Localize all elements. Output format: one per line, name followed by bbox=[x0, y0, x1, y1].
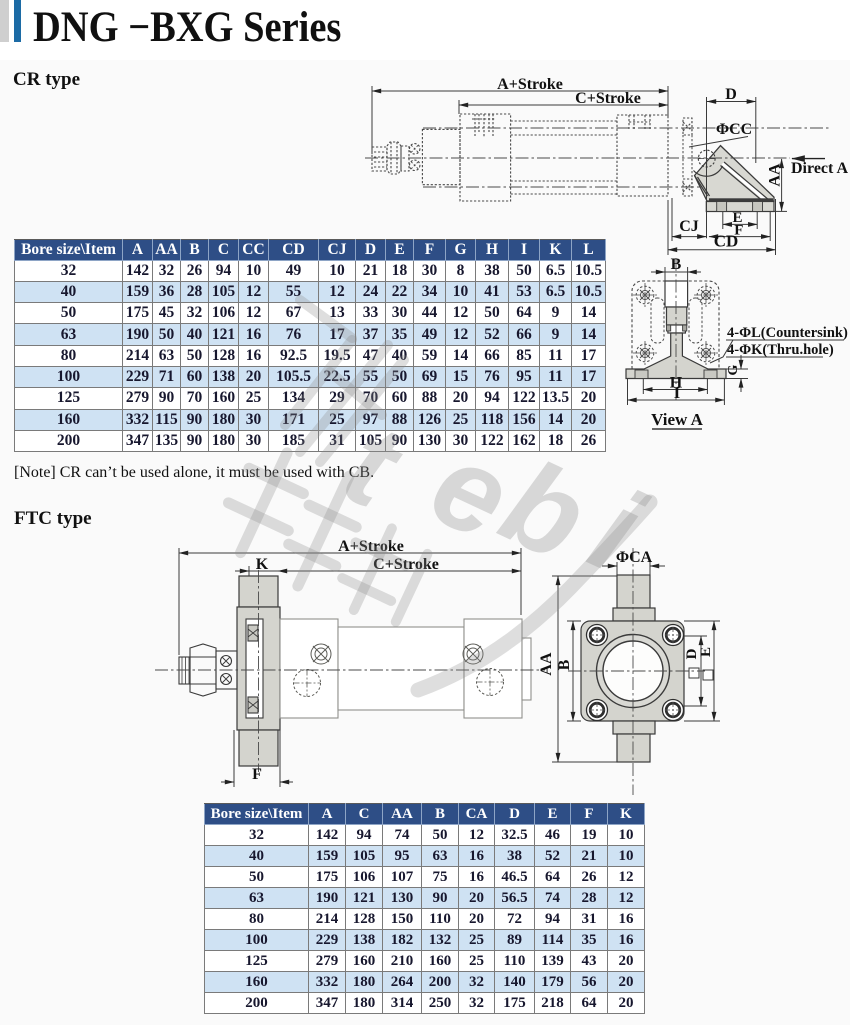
svg-text:4-ΦK(Thru.hole): 4-ΦK(Thru.hole) bbox=[727, 342, 834, 358]
svg-text:B: B bbox=[556, 659, 573, 670]
svg-text:A+Stroke: A+Stroke bbox=[338, 538, 404, 555]
svg-text:E: E bbox=[732, 210, 742, 226]
svg-text:H: H bbox=[670, 375, 683, 392]
svg-text:AA: AA bbox=[538, 652, 555, 676]
svg-text:4-ΦL(Countersink): 4-ΦL(Countersink) bbox=[727, 325, 848, 341]
svg-text:ΦCA: ΦCA bbox=[616, 549, 653, 566]
svg-text:G: G bbox=[726, 364, 741, 375]
svg-text:D: D bbox=[684, 648, 700, 659]
svg-text:F: F bbox=[734, 223, 743, 239]
svg-text:CD: CD bbox=[714, 232, 739, 251]
svg-text:C+Stroke: C+Stroke bbox=[575, 90, 641, 107]
svg-text:D: D bbox=[725, 86, 737, 103]
svg-text:ΦCC: ΦCC bbox=[716, 121, 752, 138]
svg-text:Direct A: Direct A bbox=[791, 160, 848, 177]
svg-text:C+Stroke: C+Stroke bbox=[373, 556, 439, 573]
svg-text:E: E bbox=[698, 647, 714, 657]
svg-text:A+Stroke: A+Stroke bbox=[497, 76, 563, 93]
svg-text:View A: View A bbox=[651, 410, 704, 429]
svg-text:AA: AA bbox=[767, 163, 784, 187]
svg-text:F: F bbox=[252, 766, 262, 783]
svg-text:CJ: CJ bbox=[679, 218, 699, 235]
svg-text:I: I bbox=[674, 385, 680, 402]
svg-text:K: K bbox=[256, 556, 269, 573]
